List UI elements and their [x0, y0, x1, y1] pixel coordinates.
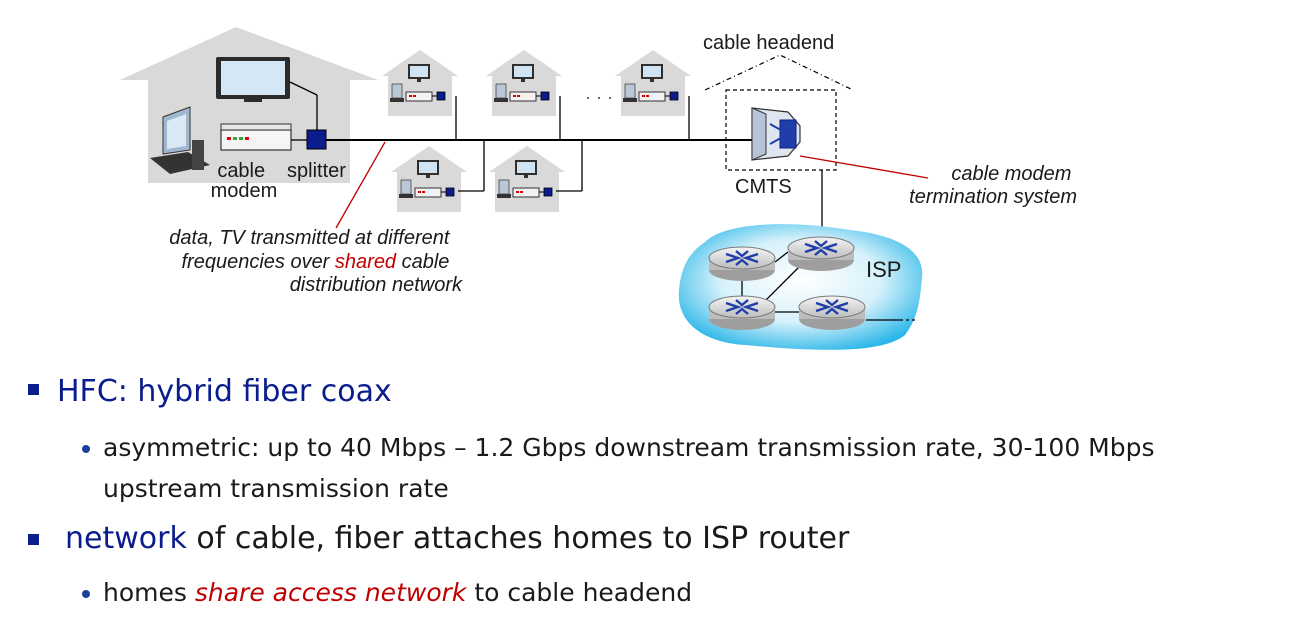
bullet-square [28, 534, 39, 545]
cmts-callout-line [799, 155, 929, 179]
cable-network-diagram: · · · cable modem splitter cable headend… [120, 27, 1077, 350]
cable-modem-label: cable modem [211, 160, 278, 202]
bullet-network: network of cable, fiber attaches homes t… [65, 521, 849, 556]
bullet-square [28, 384, 39, 395]
computer-icon [150, 106, 210, 174]
home-icon [488, 145, 566, 213]
splitter-label: splitter [287, 160, 346, 182]
home-icon [390, 145, 468, 213]
home-icon [485, 49, 563, 117]
cmts-label: CMTS [735, 176, 792, 198]
cmts-description: cable modem termination system [909, 163, 1077, 208]
bullet-homes: homes share access network to cable head… [103, 572, 692, 613]
data-tv-description: data, TV transmitted at different freque… [169, 227, 463, 296]
drop-lines [455, 96, 690, 192]
ellipsis: · · · [585, 87, 613, 107]
router-icon [707, 245, 777, 283]
bullet-dot [82, 445, 90, 453]
cable-headend-outline [704, 54, 854, 91]
bullet-asymmetric-text: asymmetric: up to 40 Mbps – 1.2 Gbps dow… [103, 433, 1155, 462]
cable-headend-label: cable headend [703, 32, 834, 54]
router-icon [786, 235, 856, 273]
bullet-asymmetric-continuation: upstream transmission rate [103, 474, 449, 503]
cable-modem-icon [220, 123, 307, 151]
router-icon [797, 294, 867, 332]
bullet-asymmetric: asymmetric: up to 40 Mbps – 1.2 Gbps dow… [103, 427, 1308, 509]
bullet-dot [82, 590, 90, 598]
tv-icon [216, 57, 318, 130]
router-icon [707, 294, 777, 332]
home-icon [614, 49, 692, 117]
bullet-hfc: HFC: hybrid fiber coax [57, 374, 392, 409]
bullet-homes-text-end: to cable headend [466, 578, 693, 607]
cable-headend-box [725, 89, 837, 171]
data-tv-callout-line [335, 141, 386, 229]
home-icon [381, 49, 459, 117]
bullet-network-text: of cable, fiber attaches homes to ISP ro… [186, 521, 850, 556]
cmts-icon [751, 107, 801, 161]
isp-label: ISP [866, 257, 901, 282]
bullet-homes-highlight: share access network [194, 578, 467, 607]
bullet-homes-text: homes [103, 578, 195, 607]
bullet-hfc-text: HFC: hybrid fiber coax [57, 374, 392, 409]
bullet-network-highlight: network [65, 521, 187, 556]
splitter-icon [306, 129, 327, 150]
